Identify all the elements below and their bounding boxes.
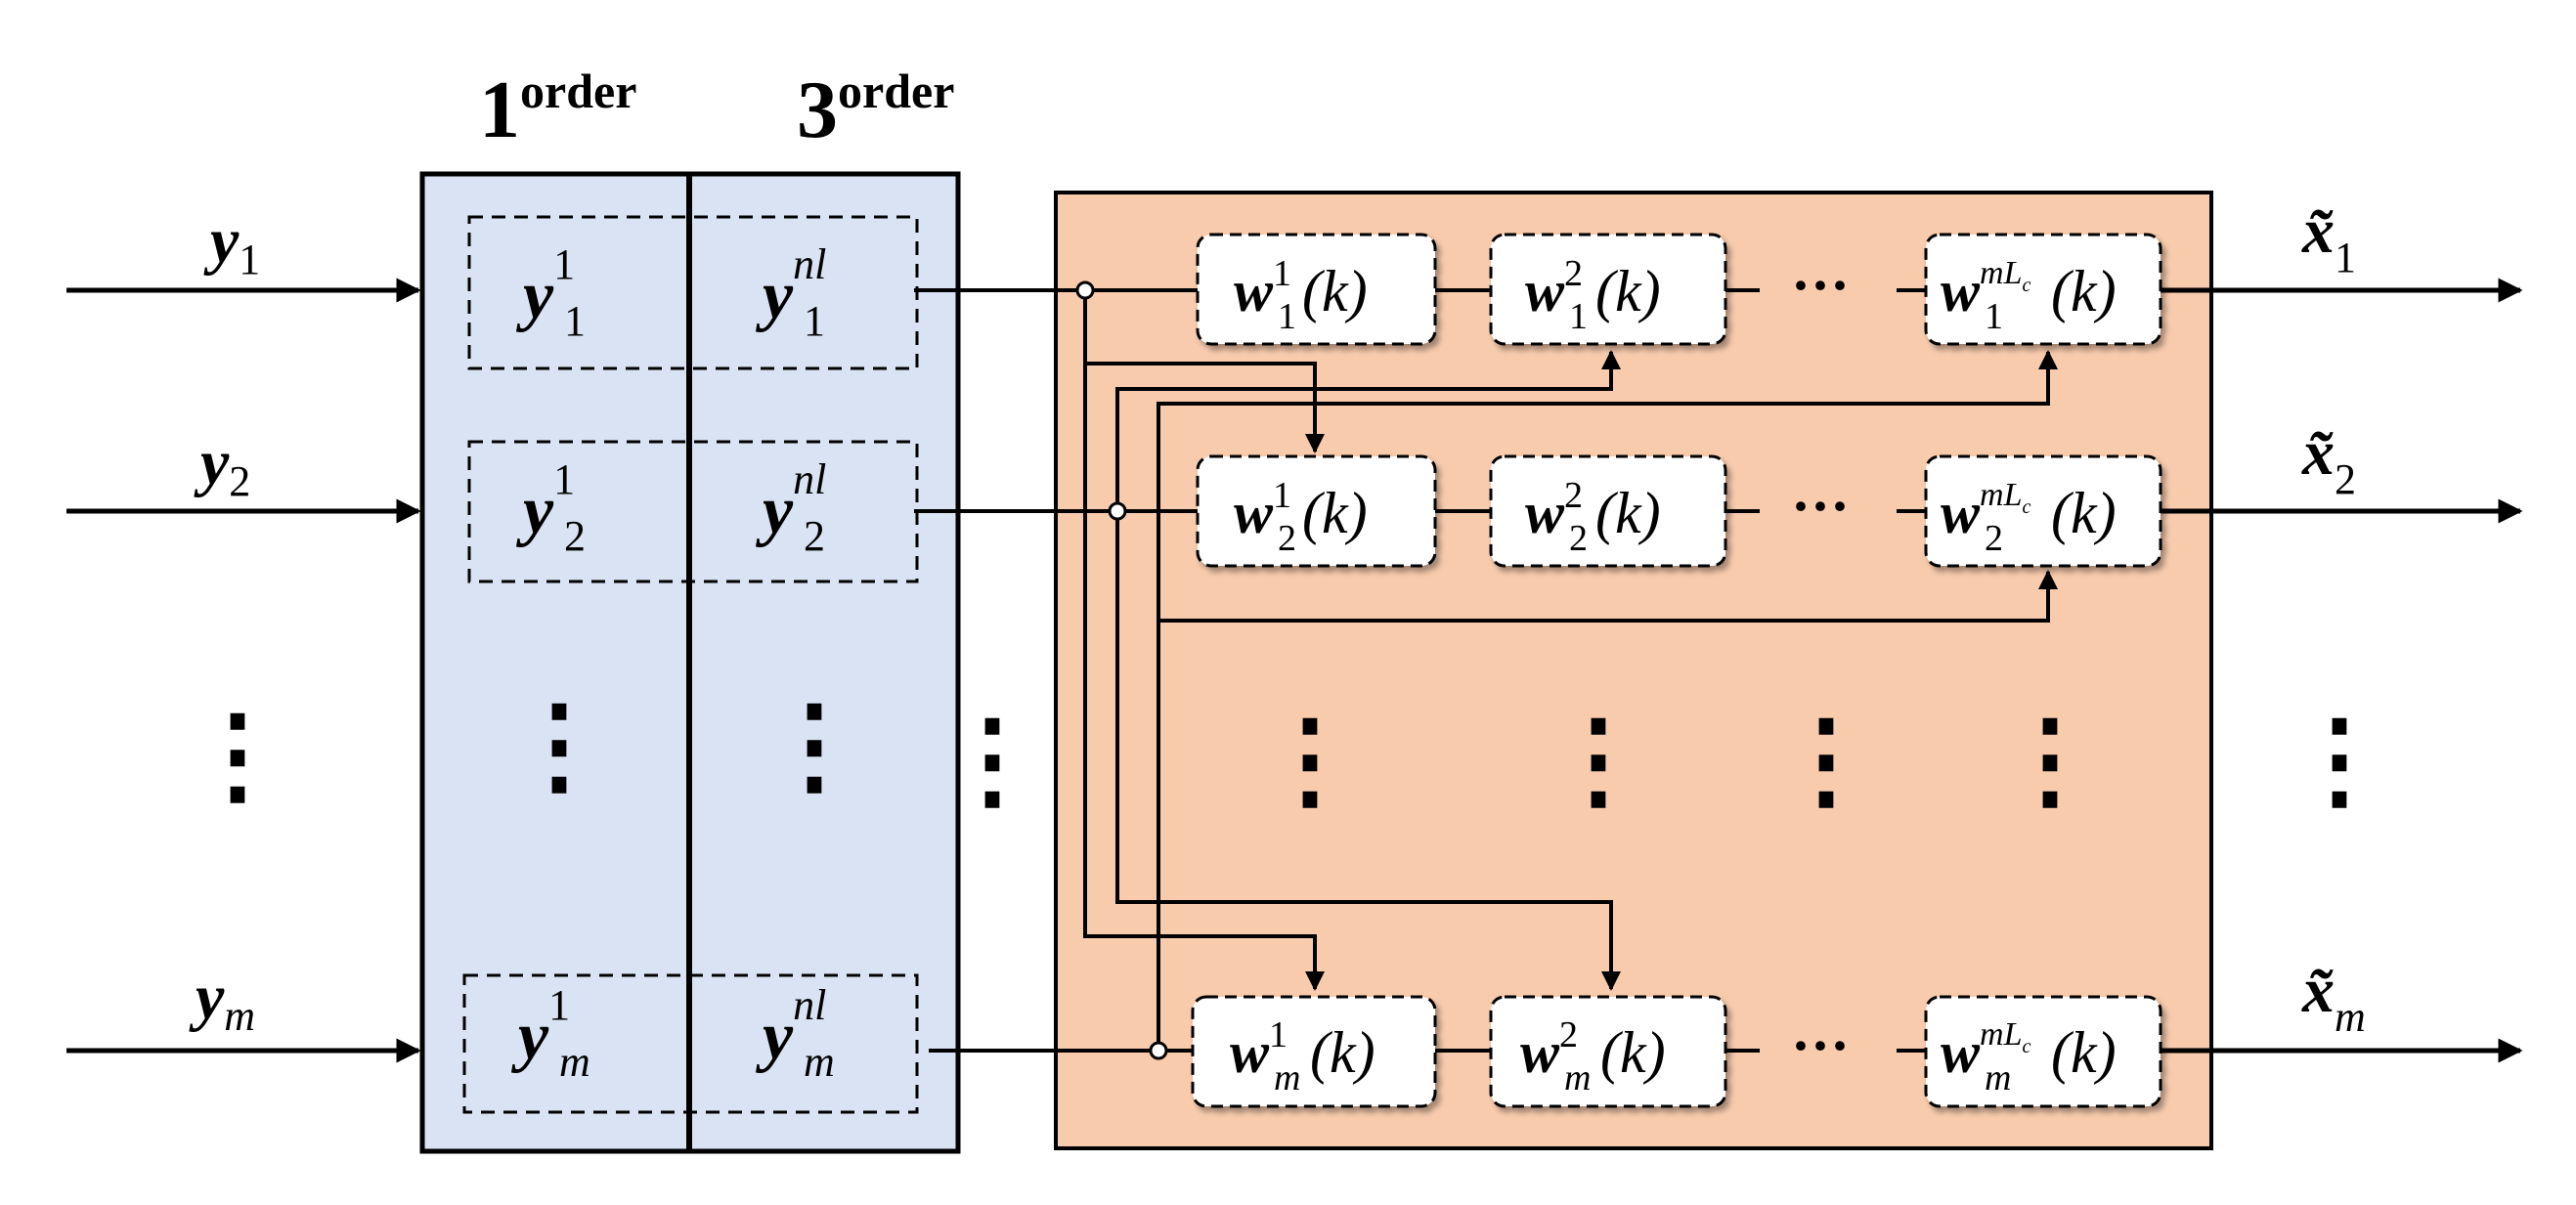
input-label-2: y2	[194, 427, 250, 505]
ellipsis-col-weight-1: ⋮	[1256, 701, 1364, 820]
weight-box-2-L	[1924, 454, 2162, 568]
ellipsis-row-m: ···	[1791, 1013, 1850, 1078]
ellipsis-col-weight-L: ⋮	[1996, 701, 2104, 820]
feature-group-row-m	[462, 973, 919, 1114]
output-arrows	[2161, 278, 2523, 1063]
feature-group-row-1	[467, 215, 919, 370]
output-label-m: x̃m	[2301, 955, 2366, 1041]
ellipsis-col-output: ⋮	[2286, 701, 2393, 820]
weight-boxes	[1191, 233, 2162, 1108]
input-label-1: y1	[203, 205, 260, 283]
routing-connections	[1083, 290, 2058, 1051]
weight-box-2-1	[1196, 454, 1437, 568]
ellipsis-col-gap: ⋮	[939, 701, 1046, 820]
ellipsis-col-input: ⋮	[184, 696, 291, 815]
input-arrows	[66, 278, 421, 1063]
ellipsis-row-1: ···	[1791, 253, 1850, 318]
junction-dots	[1075, 280, 1168, 1060]
vertical-ellipses: ⋮ ⋮ ⋮ ⋮ ⋮ ⋮ ⋮ ⋮ ⋮	[184, 686, 2393, 820]
weight-box-2-2	[1489, 454, 1727, 568]
ellipsis-col-third-order: ⋮	[761, 686, 868, 805]
ellipsis-col-first-order: ⋮	[505, 686, 613, 805]
weight-box-1-1	[1196, 233, 1437, 346]
signal-lines	[914, 288, 1926, 1053]
output-label-1: x̃1	[2301, 195, 2356, 281]
weight-box-m-1	[1191, 995, 1437, 1108]
input-label-m: ym	[189, 962, 255, 1040]
weight-box-m-L	[1924, 995, 2162, 1108]
weight-box-m-2	[1489, 995, 1727, 1108]
header-first-order: 1order	[479, 64, 636, 155]
adaptive-filter-panel	[1054, 191, 2213, 1150]
weight-box-1-2	[1489, 233, 1727, 346]
horizontal-ellipses: ··· ··· ···	[1791, 253, 1850, 1078]
weight-box-1-L	[1924, 233, 2162, 346]
output-label-2: x̃2	[2301, 417, 2356, 503]
ellipsis-row-2: ···	[1791, 474, 1850, 538]
header-third-order: 3order	[797, 64, 954, 155]
ellipsis-col-weight-mid: ⋮	[1772, 701, 1880, 820]
ellipsis-col-weight-2: ⋮	[1545, 701, 1652, 820]
